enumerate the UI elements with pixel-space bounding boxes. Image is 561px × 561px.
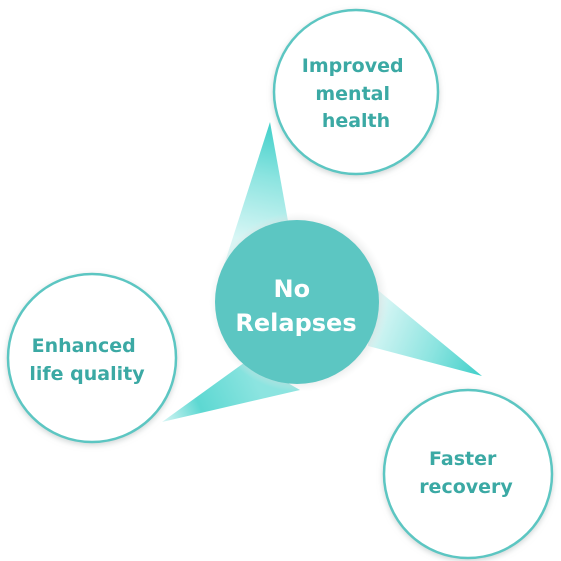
- center-node-line: Relapses: [235, 309, 356, 337]
- benefit-line: mental: [315, 83, 390, 105]
- benefit-line: health: [322, 110, 390, 132]
- center-node: [215, 220, 379, 384]
- benefit-line: Faster: [429, 448, 497, 470]
- benefit-line: life quality: [29, 363, 145, 385]
- connector-wedge-right: [368, 282, 482, 376]
- center-node-label: No Relapses: [235, 275, 356, 337]
- benefit-line: recovery: [419, 476, 513, 498]
- benefit-label-life-quality: Enhanced life quality: [29, 335, 145, 385]
- benefit-label-faster-recovery: Faster recovery: [419, 448, 513, 498]
- benefit-line: Enhanced: [32, 335, 136, 357]
- benefit-label-mental-health: Improved mental health: [302, 55, 410, 132]
- benefit-node-faster-recovery: [382, 388, 554, 560]
- benefit-node-mental-health: [272, 8, 440, 176]
- center-node-line: No: [274, 275, 311, 303]
- benefit-node-life-quality: [6, 272, 178, 444]
- benefit-line: Improved: [302, 55, 404, 77]
